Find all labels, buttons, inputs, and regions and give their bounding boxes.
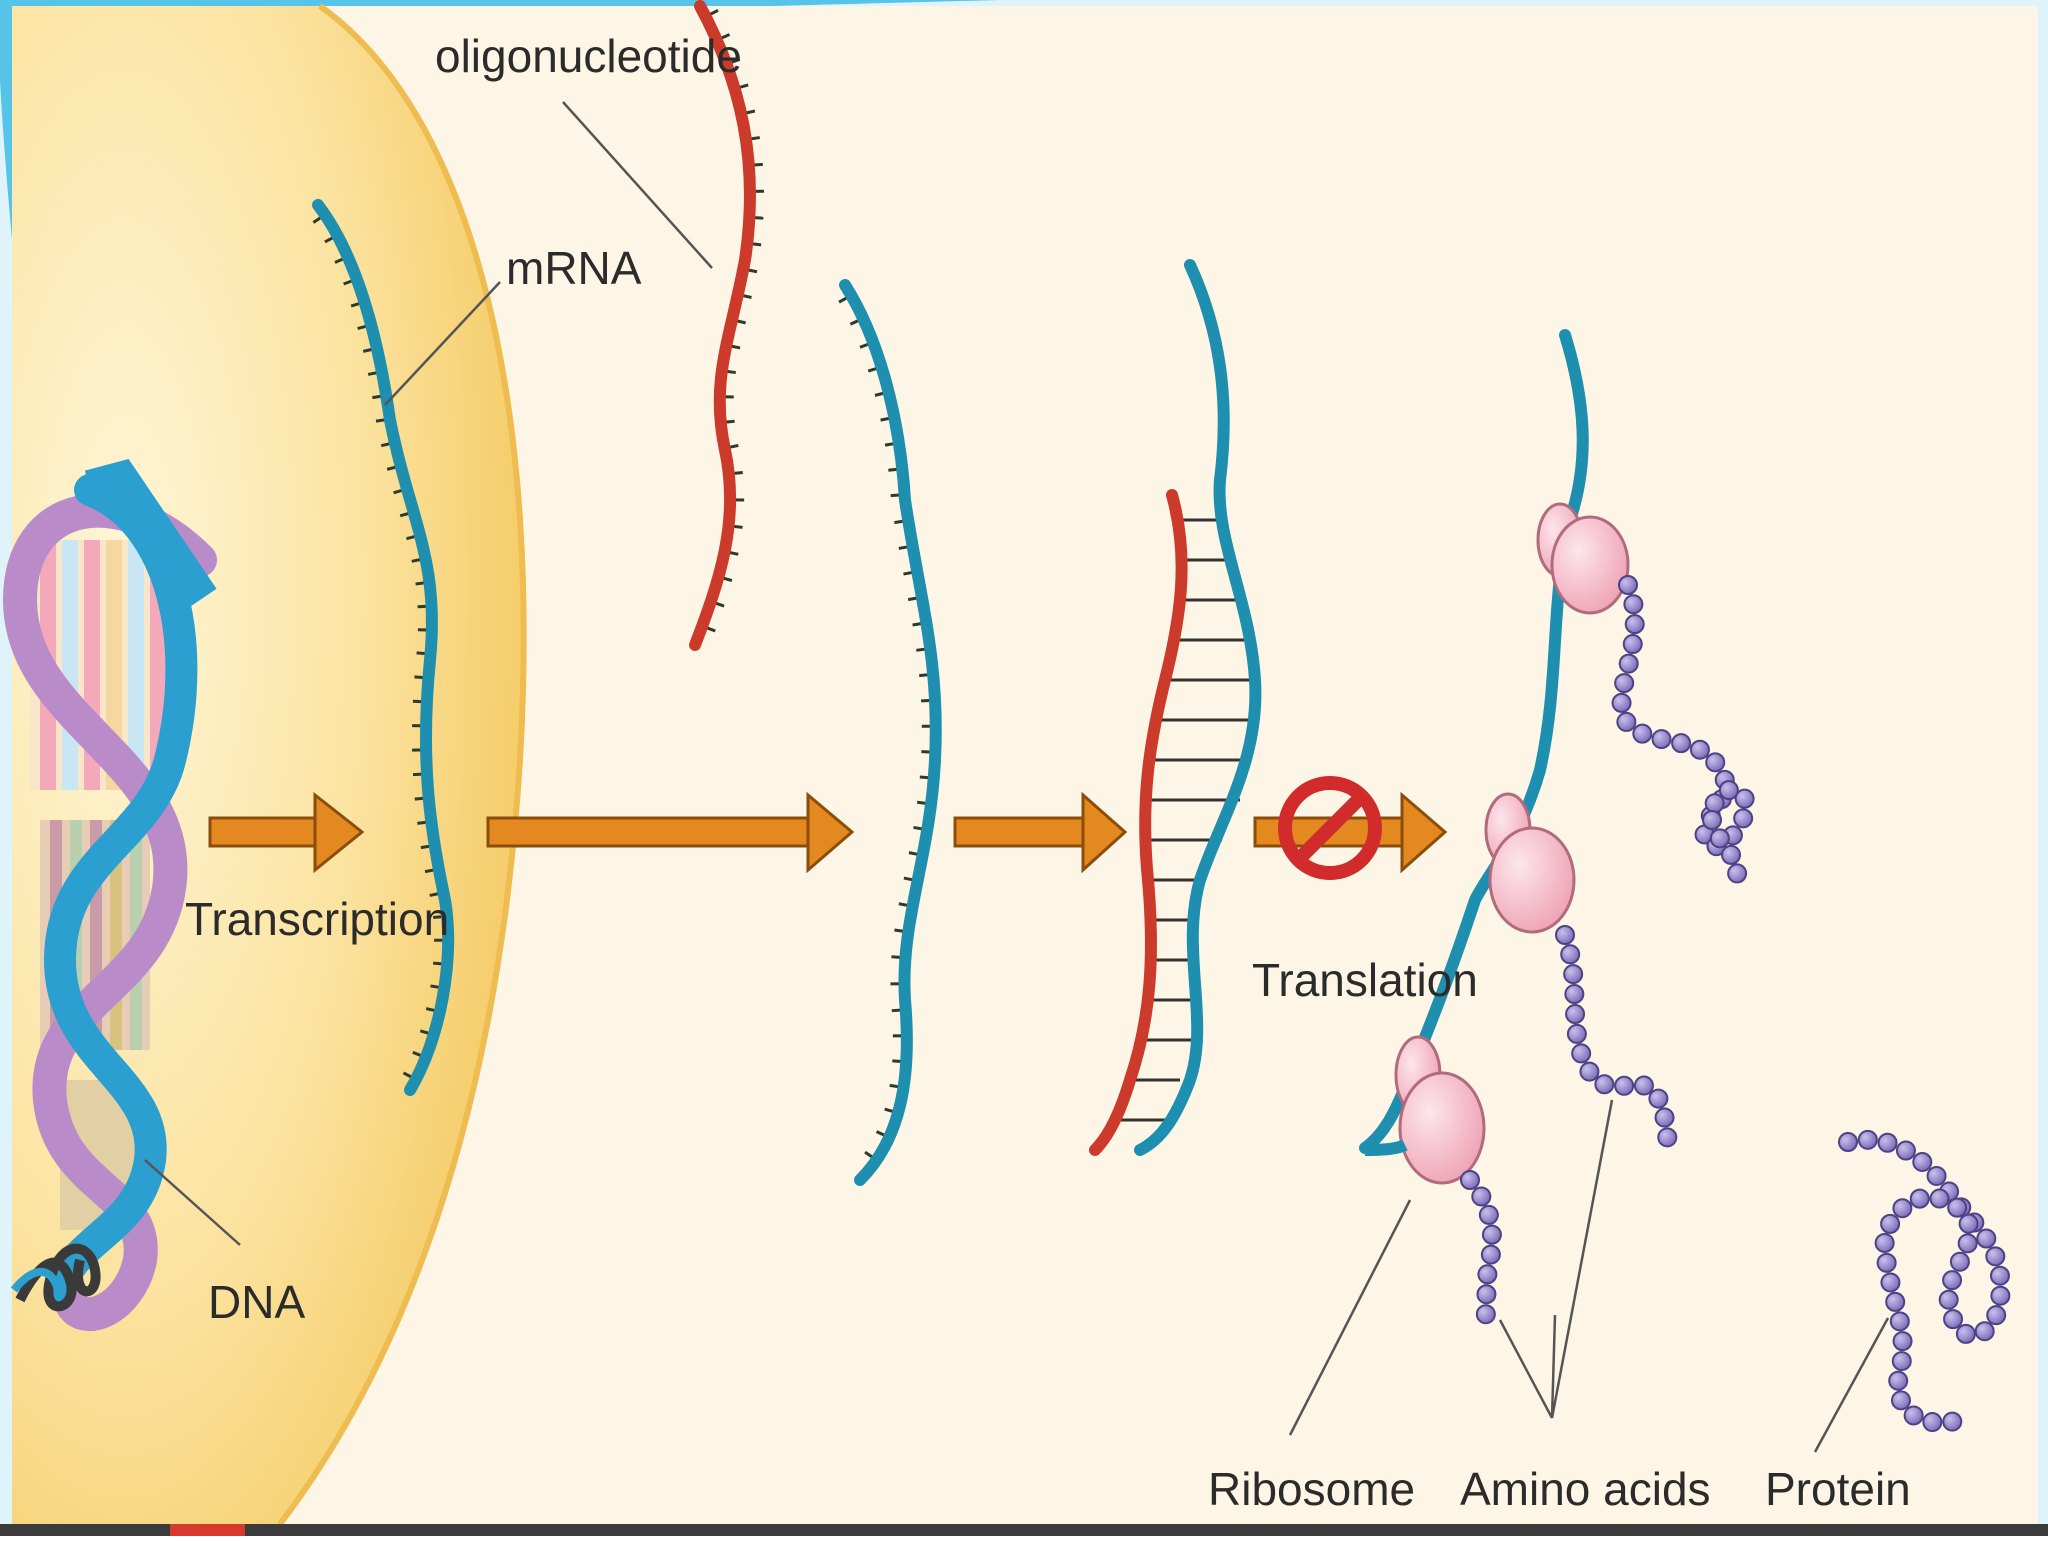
amino-acid [1876,1234,1894,1252]
amino-acid [1891,1312,1909,1330]
amino-acid [1948,1199,1966,1217]
amino-acid [1561,945,1579,963]
amino-acid [1624,635,1642,653]
bottom-bar-accent [170,1524,245,1536]
label-amino-acids: Amino acids [1460,1463,1711,1515]
amino-acid [1991,1287,2009,1305]
amino-acid [1905,1406,1923,1424]
label-mrna: mRNA [506,242,642,294]
amino-acid [1620,655,1638,673]
amino-acid [1923,1413,1941,1431]
amino-acid [1960,1215,1978,1233]
amino-acid [1565,985,1583,1003]
amino-acid [1859,1131,1877,1149]
label-ribosome: Ribosome [1208,1463,1415,1515]
amino-acid [1617,713,1635,731]
label-transcription: Transcription [185,893,449,945]
amino-acid [1480,1206,1498,1224]
amino-acid [1977,1230,1995,1248]
amino-acid [1580,1063,1598,1081]
amino-acid [1940,1291,1958,1309]
label-protein: Protein [1765,1463,1911,1515]
amino-acid [1649,1090,1667,1108]
amino-acid [1472,1187,1490,1205]
amino-acid [1572,1044,1590,1062]
amino-acid [1987,1306,2005,1324]
label-dna: DNA [208,1276,305,1328]
amino-acid [1894,1332,1912,1350]
amino-acid [1703,811,1721,829]
amino-acid [1478,1265,1496,1283]
amino-acid [1706,794,1724,812]
amino-acid [1913,1153,1931,1171]
amino-acid [1893,1352,1911,1370]
amino-acid [1991,1267,2009,1285]
amino-acid [1619,576,1637,594]
amino-acid [1976,1322,1994,1340]
amino-acid [1564,965,1582,983]
ribosome-mrna-end [1365,1145,1405,1150]
amino-acid [1839,1133,1857,1151]
amino-acid [1986,1247,2004,1265]
amino-acid [1624,595,1642,613]
amino-acid [1633,725,1651,743]
amino-acid [1482,1246,1500,1264]
amino-acid [1897,1142,1915,1160]
amino-acid [1881,1273,1899,1291]
amino-acid [1734,809,1752,827]
amino-acid [1483,1226,1501,1244]
amino-acid [1568,1025,1586,1043]
amino-acid [1461,1171,1479,1189]
amino-acid [1635,1077,1653,1095]
amino-acid [1928,1167,1946,1185]
amino-acid [1881,1215,1899,1233]
amino-acid [1886,1293,1904,1311]
amino-acid [1893,1199,1911,1217]
amino-acid [1943,1271,1961,1289]
amino-acid [1878,1254,1896,1272]
amino-acid [1889,1372,1907,1390]
amino-acid [1931,1190,1949,1208]
amino-acid [1615,1077,1633,1095]
amino-acid [1951,1253,1969,1271]
amino-acid [1566,1005,1584,1023]
amino-acid [1892,1391,1910,1409]
amino-acid [1720,781,1738,799]
amino-acid [1626,615,1644,633]
amino-acid [1943,1413,1961,1431]
amino-acid [1615,674,1633,692]
amino-acid [1613,694,1631,712]
amino-acid [1672,734,1690,752]
amino-acid [1879,1134,1897,1152]
amino-acid [1477,1285,1495,1303]
amino-acid [1477,1305,1495,1323]
amino-acid [1911,1190,1929,1208]
amino-acid [1711,829,1729,847]
amino-acid [1722,846,1740,864]
amino-acid [1656,1109,1674,1127]
amino-acid [1691,741,1709,759]
amino-acid [1706,753,1724,771]
label-translation: Translation [1252,954,1478,1006]
amino-acid [1959,1234,1977,1252]
amino-acid [1957,1325,1975,1343]
label-oligonucleotide: oligonucleotide [435,30,742,82]
amino-acid [1653,730,1671,748]
amino-acid [1658,1128,1676,1146]
amino-acid [1728,864,1746,882]
bottom-bar [0,1524,2048,1536]
amino-acid [1556,926,1574,944]
amino-acid [1595,1075,1613,1093]
amino-acid [1944,1310,1962,1328]
